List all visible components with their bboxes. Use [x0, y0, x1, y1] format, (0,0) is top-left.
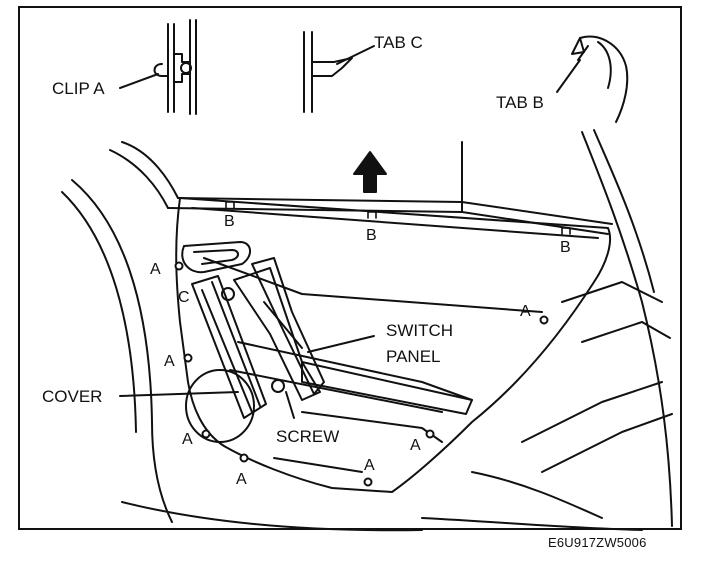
label-switch-panel-line1: SWITCH [386, 321, 453, 340]
clip-a-marker [539, 315, 549, 325]
cover-part [191, 275, 267, 419]
label-tab-b: TAB B [496, 93, 544, 112]
armrest [301, 361, 473, 415]
callout-a: A [150, 261, 161, 278]
up-arrow-icon [353, 151, 387, 193]
door-body [61, 129, 673, 532]
clip-a-marker [201, 429, 211, 439]
label-clip-a: CLIP A [52, 79, 105, 98]
inner-door-handle [181, 241, 251, 274]
diagram-frame: CLIP A TAB C TAB B SWITCH PANEL COVER SC… [18, 6, 682, 532]
clip-a-markers [174, 261, 549, 487]
clip-a-marker [174, 261, 184, 271]
tab-b-marker [225, 201, 235, 209]
label-switch-panel-line2: PANEL [386, 347, 441, 366]
figure-code: E6U917ZW5006 [548, 535, 647, 550]
label-cover: COVER [42, 387, 102, 406]
callout-a: A [520, 303, 531, 320]
door-trim-panel [175, 197, 612, 493]
clip-a-detail [119, 19, 197, 115]
tab-b-marker [367, 211, 377, 219]
tab-b-markers [225, 201, 571, 235]
label-screw: SCREW [276, 427, 339, 446]
label-c: C [178, 289, 190, 306]
cover-leader [119, 391, 239, 397]
tab-c-detail [303, 31, 375, 113]
clip-a-marker [183, 353, 193, 363]
callout-b: B [366, 227, 377, 244]
screw-upper-icon [221, 287, 235, 301]
screw-leader [285, 391, 295, 419]
tab-b-detail [556, 35, 629, 123]
speaker-grille [185, 369, 255, 443]
callout-a: A [164, 353, 175, 370]
callout-b: B [560, 239, 571, 256]
switch-panel-part [233, 257, 325, 401]
clip-a-marker [239, 453, 249, 463]
label-tab-c: TAB C [374, 33, 423, 52]
door-trim-diagram: CLIP A TAB C TAB B SWITCH PANEL COVER SC… [42, 19, 673, 532]
switch-panel-leader [307, 335, 375, 353]
tab-b-marker [561, 227, 571, 235]
clip-a-marker [425, 429, 435, 439]
callout-a: A [410, 437, 421, 454]
screw-lower-icon [271, 379, 285, 393]
callout-a: A [236, 471, 247, 488]
callout-b: B [224, 213, 235, 230]
callout-a: A [182, 431, 193, 448]
callout-a: A [364, 457, 375, 474]
clip-a-marker [363, 477, 373, 487]
